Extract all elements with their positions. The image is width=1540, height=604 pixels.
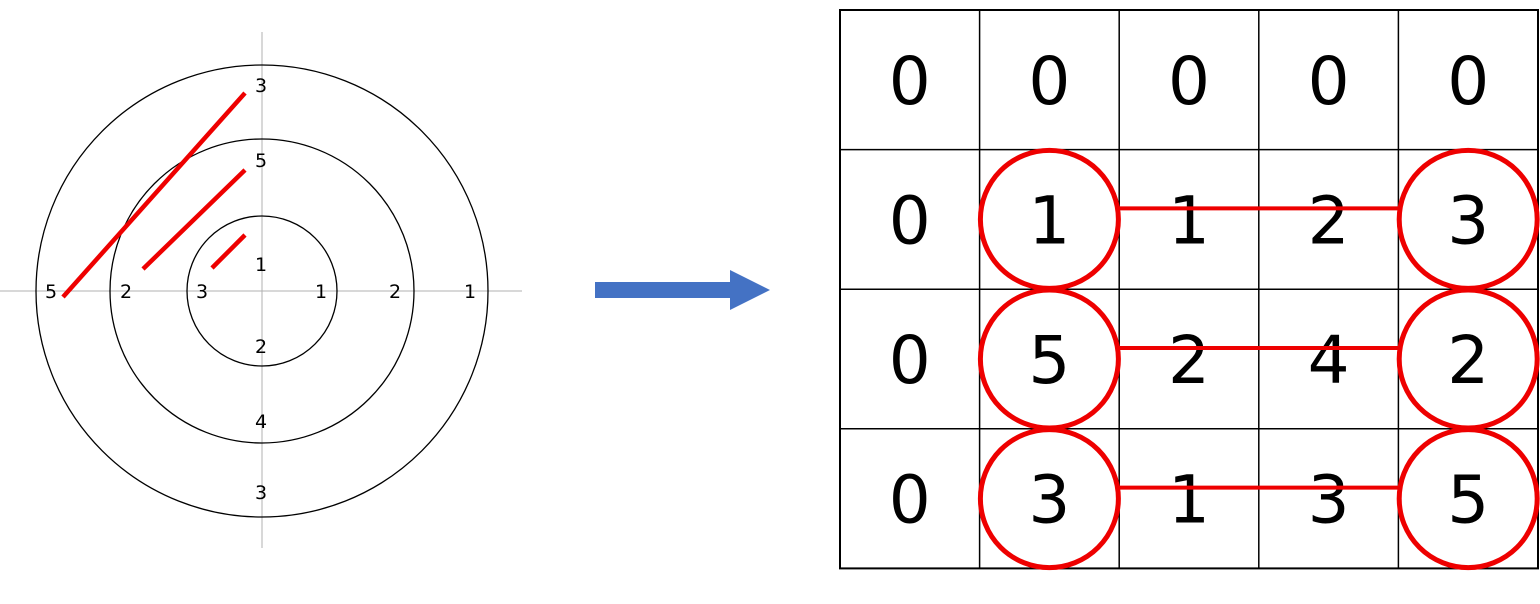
inner-red-segment <box>210 233 247 270</box>
grid-cell-value: 0 <box>1447 43 1489 120</box>
grid-cell-value: 4 <box>1308 322 1350 399</box>
grid-cell-value: 0 <box>889 182 931 259</box>
grid-cell-value: 1 <box>1168 182 1210 259</box>
grid-cell-value: 0 <box>889 462 931 539</box>
grid-cell-value: 0 <box>889 322 931 399</box>
grid-cell-value: 0 <box>1028 43 1070 120</box>
grid-cell-value: 3 <box>1028 462 1070 539</box>
middle-ring <box>109 138 415 444</box>
grid-cell-value: 2 <box>1308 182 1350 259</box>
middle-top-label: 5 <box>255 150 267 172</box>
outer-bottom-label: 3 <box>255 482 267 504</box>
arrow-shaft <box>595 282 732 298</box>
grid-cell-value: 1 <box>1168 462 1210 539</box>
outer-top-label: 3 <box>255 75 267 97</box>
inner-left-label: 3 <box>196 281 208 303</box>
middle-left-label: 2 <box>120 281 132 303</box>
highlight-circle <box>1396 427 1540 571</box>
outer-ring <box>35 64 489 518</box>
grid-cell-value: 0 <box>1308 43 1350 120</box>
number-grid: 0 0 0 0 0 0 1 1 2 3 0 5 2 4 2 0 3 1 3 5 <box>839 9 1540 571</box>
inner-ring <box>186 215 338 367</box>
ring-diagram: 3 5 1 5 2 3 1 2 1 2 4 3 <box>0 32 522 548</box>
transform-arrow <box>595 270 770 310</box>
grid-cell-value: 1 <box>1028 182 1070 259</box>
grid-cell-value: 3 <box>1447 182 1489 259</box>
arrow-head <box>730 270 770 310</box>
grid-cell-value: 0 <box>1168 43 1210 120</box>
outer-red-segment <box>61 91 247 299</box>
grid-cell-value: 2 <box>1447 322 1489 399</box>
inner-top-label: 1 <box>255 254 267 276</box>
middle-red-segment <box>141 168 247 271</box>
grid-cell-value: 2 <box>1168 322 1210 399</box>
middle-bottom-label: 4 <box>255 411 267 433</box>
middle-right-label: 2 <box>389 281 401 303</box>
grid-cell-value: 5 <box>1447 462 1489 539</box>
outer-right-label: 1 <box>464 281 476 303</box>
grid-cell-value: 3 <box>1308 462 1350 539</box>
highlight-circle <box>977 427 1121 571</box>
inner-bottom-label: 2 <box>255 336 267 358</box>
grid-cell-value: 0 <box>889 43 931 120</box>
inner-right-label: 1 <box>315 281 327 303</box>
outer-left-label: 5 <box>45 281 57 303</box>
grid-cell-value: 5 <box>1028 322 1070 399</box>
